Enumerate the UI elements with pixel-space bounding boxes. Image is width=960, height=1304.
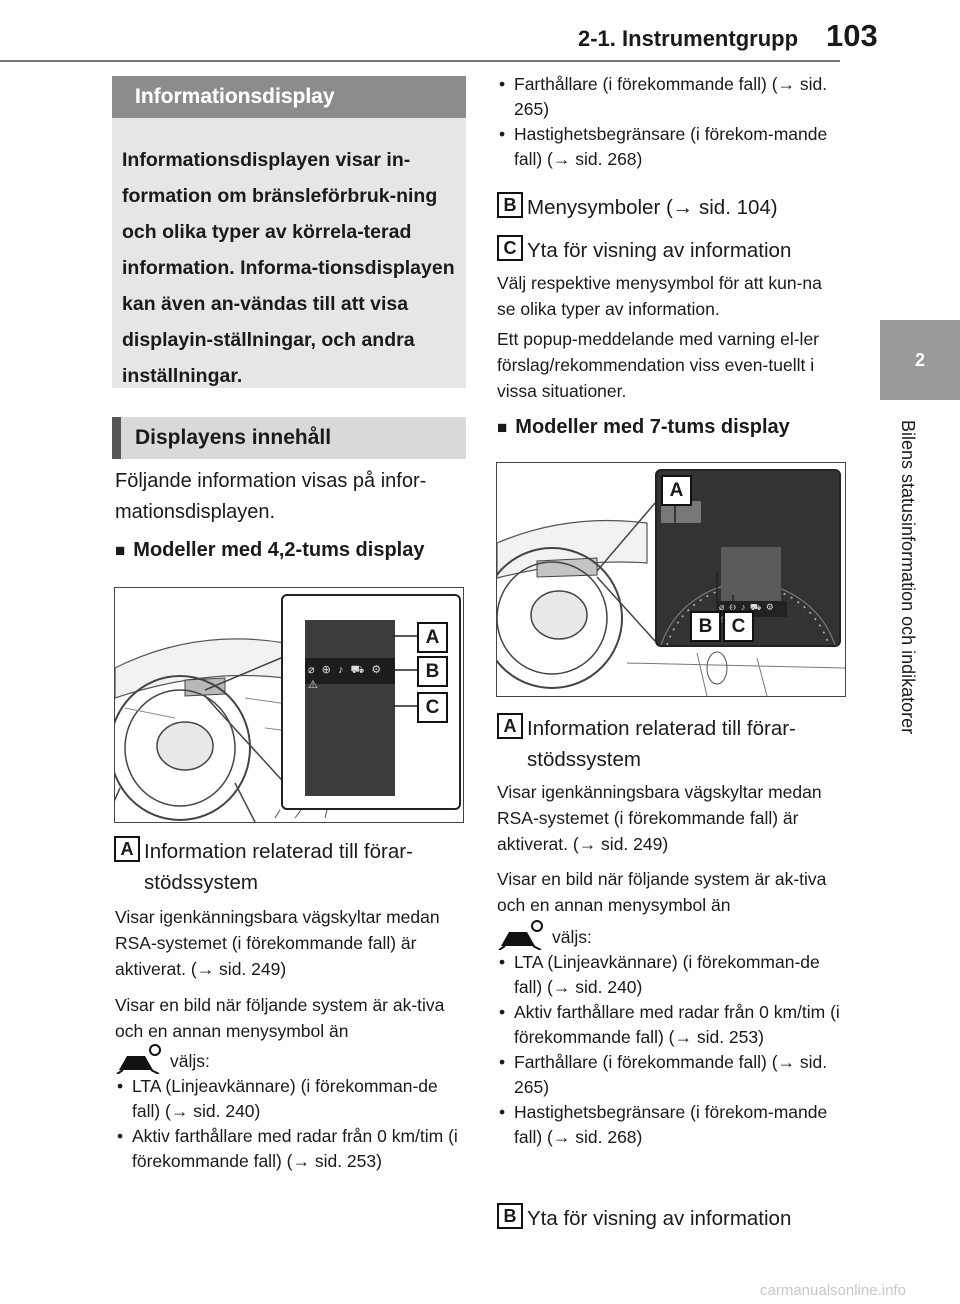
list-item: Hastighetsbegränsare (i förekom-mande fa… [497,1100,847,1150]
item-b-title: Menysymboler (→ sid. 104) [527,196,778,219]
driver-assist-icon [115,1042,165,1075]
item-c-text1: Välj respektive menysymbol för att kun-n… [497,273,822,319]
dashboard-illustration [497,502,845,696]
label-b: B [497,1203,523,1229]
content-text: Följande information visas på infor-mati… [115,470,427,523]
list-item: LTA (Linjeavkännare) (i förekomman-de fa… [497,950,847,1000]
section-heading-displayens-innehall: Displayens innehåll [112,417,466,459]
header-rule [0,60,840,62]
item-b2-title: Yta för visning av information [527,1207,792,1230]
item-a-title: Information relaterad till förar-stödssy… [527,717,796,771]
figure-7-inch-display: ⌀ ⊕ ♪ ⛟ ⚙ ⚠ A B C [496,462,846,697]
subheading-4-2: Modeller med 4,2-tums display [115,539,470,562]
callout-c: C [723,611,754,642]
label-c: C [497,235,523,261]
intro-text: Informationsdisplayen visar in-formation… [122,149,455,387]
menu-icon-bar: ⌀ ⊕ ♪ ⛟ ⚙ ⚠ [305,658,395,691]
chapter-title-vertical: Bilens statusinformation och indikatorer [897,420,927,790]
section-heading-text: Informationsdisplay [135,85,335,108]
watermark: carmanualsonline.info [760,1282,906,1299]
callout-a: A [417,622,448,653]
item-a-text1: Visar igenkänningsbara vägskyltar medan … [497,782,822,854]
display-zoom-frame: ⌀ ⊕ ♪ ⛟ ⚙ ⚠ [281,594,461,810]
item-a-text2: Visar en bild när följande system är ak-… [497,869,827,915]
list-item: Farthållare (i förekommande fall) (→ sid… [497,72,847,122]
list-item: Farthållare (i förekommande fall) (→ sid… [497,1050,847,1100]
item-c-title: Yta för visning av information [527,239,792,262]
valjs-text: väljs: [170,1051,210,1071]
right-bullet-list: LTA (Linjeavkännare) (i förekomman-de fa… [497,950,847,1150]
item-a-title: Information relaterad till förar-stödssy… [144,840,413,894]
menu-icons: ⌀ ⊕ ♪ ⛟ ⚙ ⚠ [308,664,384,691]
label-a: A [497,713,523,739]
callout-lines [393,635,420,707]
valjs-text: väljs: [552,927,592,947]
right-bullet-list-top: Farthållare (i förekommande fall) (→ sid… [497,72,847,172]
chapter-tab[interactable]: 2 [880,320,960,400]
list-item: LTA (Linjeavkännare) (i förekomman-de fa… [115,1074,465,1124]
section-heading-informationsdisplay: Informationsdisplay [112,76,466,118]
label-b: B [497,192,523,218]
item-a-text1: Visar igenkänningsbara vägskyltar medan … [115,907,440,979]
item-a-text2: Visar en bild när följande system är ak-… [115,995,445,1041]
callout-c: C [417,692,448,723]
list-item: Aktiv farthållare med radar från 0 km/ti… [497,1000,847,1050]
intro-box: Informationsdisplayen visar in-formation… [112,118,466,388]
item-c-text2: Ett popup-meddelande med varning el-ler … [497,329,819,401]
callout-a: A [661,475,692,506]
page-number: 103 [826,18,878,53]
display-screen: ⌀ ⊕ ♪ ⛟ ⚙ ⚠ [305,620,395,796]
list-item: Hastighetsbegränsare (i förekom-mande fa… [497,122,847,172]
section-heading-text: Displayens innehåll [135,426,332,449]
left-bullet-list: LTA (Linjeavkännare) (i förekomman-de fa… [115,1074,465,1174]
header-title: 2-1. Instrumentgrupp [578,26,799,51]
subheading-7: Modeller med 7-tums display [497,416,847,439]
list-item: Aktiv farthållare med radar från 0 km/ti… [115,1124,465,1174]
figure-4-2-inch-display: ⌀ ⊕ ♪ ⛟ ⚙ ⚠ A B C [114,587,464,823]
center-screen [721,547,781,607]
chapter-title-text: Bilens statusinformation och indikatorer [898,420,918,735]
label-a: A [114,836,140,862]
driver-assist-icon [497,918,547,951]
callout-b: B [690,611,721,642]
callout-b: B [417,656,448,687]
